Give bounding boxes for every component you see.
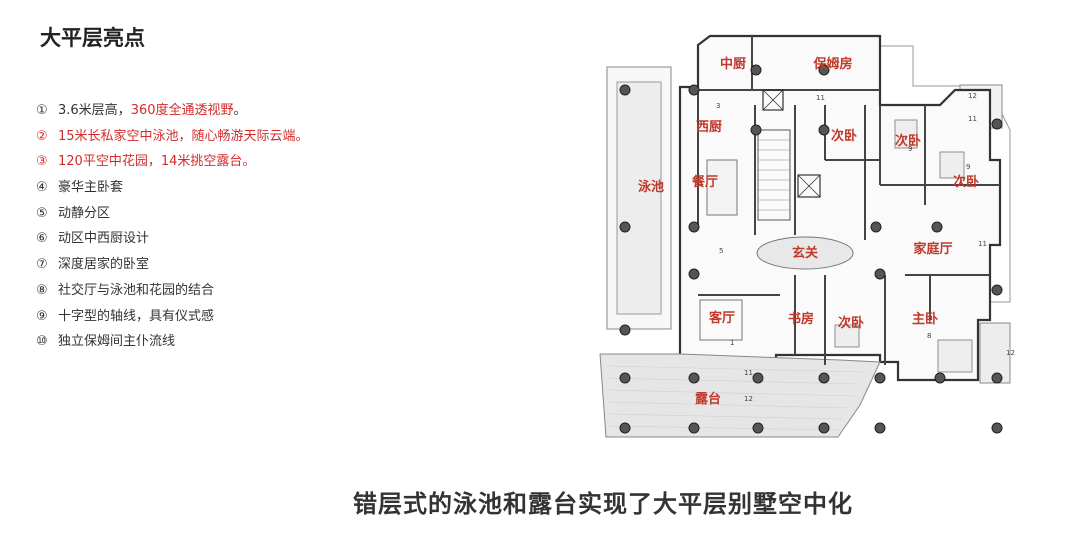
feature-text-suffix: ，随心畅游天际云端。: [178, 128, 309, 144]
feature-list: ① 3.6米层高，360度全通透视野。 ② 15米长私家空中泳池，随心畅游天际云端。 ③…: [36, 100, 309, 357]
bed-1: [894, 119, 918, 149]
feature-number: ③: [36, 154, 48, 170]
terrace-planks: [607, 365, 866, 431]
foyer-label: 玄关: [792, 245, 818, 261]
chinese-kitchen-label: 中厨: [720, 56, 746, 72]
feature-highlight: 360度全通透视野: [130, 103, 234, 118]
feature-text: 十字型的轴线，具有仪式感: [58, 308, 215, 324]
area-number: 3: [716, 102, 720, 110]
feature-number: ⑥: [36, 231, 48, 247]
master-bedroom-label: 主卧: [912, 311, 938, 327]
feature-item: ⑨ 十字型的轴线，具有仪式感: [36, 306, 309, 332]
maid-room-label: 保姆房: [812, 56, 852, 72]
feature-text-suffix: ，14米挑空露台。: [147, 154, 256, 170]
pool-basin: [616, 81, 662, 315]
feature-text: 120平空中花园: [58, 154, 148, 170]
pool-label: 泳池: [638, 179, 664, 195]
terrace-label: 露台: [695, 391, 721, 407]
feature-number: ⑦: [36, 257, 48, 273]
study-label: 书房: [788, 311, 814, 327]
page-title: 大平层亮点: [40, 26, 145, 50]
feature-item: ⑤ 动静分区: [36, 203, 309, 229]
area-number: 12: [1006, 349, 1015, 357]
structural-columns: [619, 64, 1003, 434]
area-number: 11: [968, 115, 977, 123]
elevator-1: [762, 89, 784, 111]
bed-3: [834, 324, 860, 348]
feature-text: 3.6米层高，: [58, 103, 131, 118]
foyer-oval: [756, 236, 854, 270]
area-number: 9: [908, 145, 912, 153]
feature-item: ④ 豪华主卧套: [36, 177, 309, 203]
feature-text: 独立保姆间主仆流线: [58, 334, 176, 350]
secondary-bedroom-label: 次卧: [953, 174, 979, 190]
secondary-bedroom-label: 次卧: [838, 315, 864, 331]
interior-walls: [697, 36, 1000, 365]
feature-item: ③ 120平空中花园，14米挑空露台。: [36, 151, 309, 177]
secondary-bedroom-label: 次卧: [895, 133, 921, 149]
elevator-2: [797, 174, 821, 198]
family-room-label: 家庭厅: [913, 241, 952, 257]
area-number: 11: [744, 369, 753, 377]
living-room-label: 客厅: [709, 310, 735, 326]
area-number: 1: [730, 339, 734, 347]
caption: 错层式的泳池和露台实现了大平层别墅空中化: [353, 490, 853, 518]
bed-2: [939, 151, 965, 179]
feature-item: ② 15米长私家空中泳池，随心畅游天际云端。: [36, 126, 309, 152]
terrace-deck: [599, 353, 881, 438]
feature-text: 15米长私家空中泳池: [58, 128, 179, 144]
area-number: 12: [744, 395, 753, 403]
feature-number: ②: [36, 128, 48, 144]
floor-plan: 泳池 中厨 保姆房 西厨 餐厅 次卧 次卧 次卧 玄关 家庭厅 客厅 书房 次卧…: [599, 34, 1015, 438]
stair-core: [757, 129, 791, 221]
feature-text: 社交厅与泳池和花园的结合: [58, 282, 215, 298]
bed-master: [937, 339, 973, 373]
feature-text: 动静分区: [58, 205, 111, 221]
feature-number: ⑤: [36, 205, 48, 221]
dining-table: [706, 159, 738, 216]
area-number: 8: [927, 332, 931, 340]
feature-number: ⑧: [36, 282, 48, 298]
feature-text: 豪华主卧套: [58, 180, 124, 196]
feature-number: ④: [36, 180, 48, 196]
stair-treads: [758, 139, 790, 211]
feature-number: ⑨: [36, 308, 48, 324]
feature-item: ① 3.6米层高，360度全通透视野。: [36, 100, 309, 126]
feature-text: 深度居家的卧室: [58, 257, 150, 273]
feature-number: ⑩: [36, 334, 48, 350]
western-kitchen-label: 西厨: [696, 120, 722, 135]
area-number: 5: [719, 247, 723, 255]
feature-item: ⑥ 动区中西厨设计: [36, 228, 309, 254]
dining-label: 餐厅: [691, 174, 718, 190]
area-number: 11: [816, 94, 825, 102]
living-sofa: [699, 299, 743, 341]
feature-text: 动区中西厨设计: [58, 231, 150, 247]
area-number: 9: [966, 163, 970, 171]
secondary-bedroom-label: 次卧: [831, 128, 857, 144]
feature-item: ⑦ 深度居家的卧室: [36, 254, 309, 280]
feature-item: ⑧ 社交厅与泳池和花园的结合: [36, 280, 309, 306]
feature-item: ⑩ 独立保姆间主仆流线: [36, 331, 309, 357]
area-number: 11: [978, 240, 987, 248]
feature-text-suffix: 。: [233, 103, 247, 118]
area-number: 12: [968, 92, 977, 100]
feature-number: ①: [36, 103, 48, 118]
